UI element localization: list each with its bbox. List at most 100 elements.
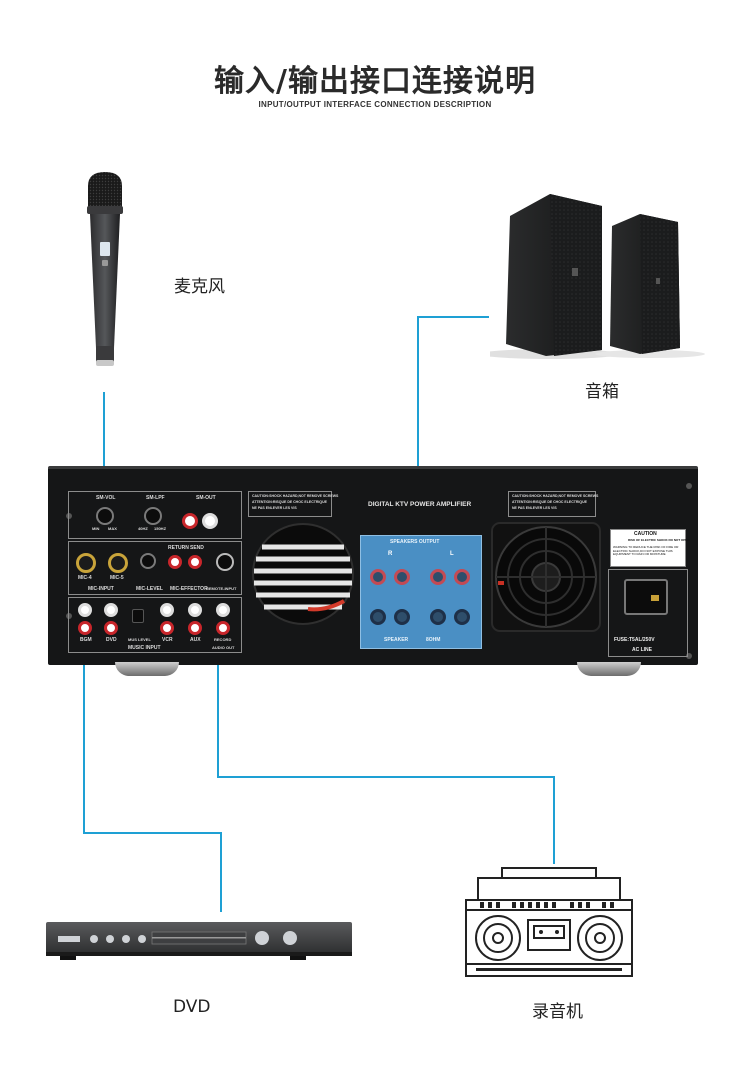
screw xyxy=(66,613,72,619)
speaker-connection-line-v xyxy=(417,316,419,534)
speaker-terminal-r-pos-b[interactable] xyxy=(370,609,386,625)
min-label: MIN xyxy=(92,526,100,531)
amplifier-rear-panel: SM-VOL SM-LPF SM-OUT MIN MAX 40HZ 150HZ … xyxy=(48,466,698,665)
dvd-player-image xyxy=(46,922,352,960)
dvd-connection-line-v2 xyxy=(220,832,222,912)
sm-section xyxy=(68,491,242,539)
r-channel-label: R xyxy=(388,551,393,557)
page-title: 输入/输出接口连接说明 xyxy=(214,64,536,99)
mic5-jack[interactable] xyxy=(108,553,128,573)
40hz-label: 40HZ xyxy=(138,526,148,531)
mus-level-knob[interactable] xyxy=(132,609,144,623)
aux-label: AUX xyxy=(190,637,201,643)
speaker-output-panel xyxy=(360,535,482,649)
record-jack-white[interactable] xyxy=(216,603,230,617)
caution-box-left xyxy=(248,491,332,517)
return-label: RETURN xyxy=(168,545,189,551)
sm-out-jack-red[interactable] xyxy=(182,513,198,529)
ac-line-label: AC LINE xyxy=(632,647,652,653)
bgm-jack-white[interactable] xyxy=(78,603,92,617)
speaker-label: SPEAKER xyxy=(384,637,409,643)
mic-section xyxy=(68,541,242,595)
bgm-label: BGM xyxy=(80,637,92,643)
mic4-label: MIC-4 xyxy=(78,575,92,581)
power-socket[interactable] xyxy=(624,579,668,615)
microphone-label: 麦克风 xyxy=(174,277,225,297)
return-jack[interactable] xyxy=(168,555,182,569)
ohm-label: 8OHM xyxy=(426,637,441,643)
mic-level-label: MIC-LEVEL xyxy=(136,586,163,592)
aux-jack-white[interactable] xyxy=(188,603,202,617)
caution-heading: CAUTION xyxy=(634,531,657,537)
amplifier-foot-left xyxy=(115,662,179,676)
speaker-terminal-l-pos-b[interactable] xyxy=(430,609,446,625)
recorder-connection-line-h xyxy=(217,776,555,778)
vcr-label: VCR xyxy=(162,637,173,643)
microphone-image xyxy=(87,172,123,366)
speakers-output-label: SPEAKERS OUTPUT xyxy=(390,539,440,545)
sm-vol-knob[interactable] xyxy=(96,507,114,525)
ac-line-section xyxy=(608,569,688,657)
music-input-section xyxy=(68,597,242,653)
speaker-terminal-l-pos[interactable] xyxy=(430,569,446,585)
dvd-connection-line-v1 xyxy=(83,642,85,834)
audio-out-label: AUDIO OUT xyxy=(212,645,235,650)
speakers-label: 音箱 xyxy=(585,382,619,402)
mic-level-knob[interactable] xyxy=(140,553,156,569)
remote-input-label: REMOTE-INPUT xyxy=(206,586,237,591)
sm-lpf-label: SM-LPF xyxy=(146,495,165,501)
speaker-terminal-l-neg-b[interactable] xyxy=(454,609,470,625)
cooling-fan-left xyxy=(248,519,358,629)
page-subtitle: INPUT/OUTPUT INTERFACE CONNECTION DESCRI… xyxy=(258,100,492,109)
vcr-jack-white[interactable] xyxy=(160,603,174,617)
l-channel-label: L xyxy=(450,551,454,557)
recorder-connection-line-v2 xyxy=(553,776,555,864)
attention-text: ATTENTION:RISQUE DE CHOC ELECTRIQUE xyxy=(252,500,327,504)
record-label: RECORD xyxy=(214,637,232,642)
send-label: SEND xyxy=(190,545,204,551)
caution-text-right: CAUTION:SHOCK HAZARD,NOT REMOVE SCREWS xyxy=(512,494,599,498)
speaker-terminal-r-neg-b[interactable] xyxy=(394,609,410,625)
speaker-terminal-l-neg[interactable] xyxy=(454,569,470,585)
amplifier-foot-right xyxy=(577,662,641,676)
dvd-label: DVD xyxy=(173,997,211,1017)
max-label: MAX xyxy=(108,526,117,531)
mic5-label: MIC-5 xyxy=(110,575,124,581)
screw xyxy=(66,513,72,519)
aux-jack-red[interactable] xyxy=(188,621,202,635)
attention-text-right: ATTENTION:RISQUE DE CHOC ELECTRIQUE xyxy=(512,500,587,504)
sm-out-jack-white[interactable] xyxy=(202,513,218,529)
mic-effector-label: MIC-EFFECTOR xyxy=(170,586,208,592)
speakers-image xyxy=(490,194,705,359)
mus-level-label: MUS LEVEL xyxy=(128,637,151,642)
speaker-connection-line-h xyxy=(417,316,489,318)
speaker-terminal-r-neg[interactable] xyxy=(394,569,410,585)
caution-subtext: RISK OF ELECTRIC SHOCK DO NOT OPEN xyxy=(628,538,690,542)
recorder-connection-line-v1 xyxy=(217,642,219,778)
dvd-port-label: DVD xyxy=(106,637,117,643)
sm-lpf-knob[interactable] xyxy=(144,507,162,525)
remote-input-port[interactable] xyxy=(216,553,234,571)
fuse-label: FUSE:T5AL/250V xyxy=(614,637,655,643)
recorder-image xyxy=(465,867,633,977)
record-jack-red[interactable] xyxy=(216,621,230,635)
dvd-jack-red[interactable] xyxy=(104,621,118,635)
mic4-jack[interactable] xyxy=(76,553,96,573)
warning-text: WARNING:TO REDUCE THE RISK OF FIRE OR EL… xyxy=(613,546,679,556)
mic-input-label: MIC-INPUT xyxy=(88,586,114,592)
model-label: DIGITAL KTV POWER AMPLIFIER xyxy=(368,501,472,508)
recorder-label: 录音机 xyxy=(532,1002,583,1022)
dvd-connection-line-h xyxy=(83,832,222,834)
bgm-jack-red[interactable] xyxy=(78,621,92,635)
warning-label xyxy=(610,529,686,567)
screw xyxy=(686,653,692,659)
send-jack[interactable] xyxy=(188,555,202,569)
fuse-holder[interactable] xyxy=(651,595,659,601)
speaker-terminal-r-pos[interactable] xyxy=(370,569,386,585)
150hz-label: 150HZ xyxy=(154,526,167,531)
caution-text: CAUTION:SHOCK HAZARD,NOT REMOVE SCREWS xyxy=(252,494,339,498)
vcr-jack-red[interactable] xyxy=(160,621,174,635)
ne-pas-text-right: NE PAS ENLEVER LES VIS xyxy=(512,506,557,510)
sm-out-label: SM-OUT xyxy=(196,495,216,501)
dvd-jack-white[interactable] xyxy=(104,603,118,617)
